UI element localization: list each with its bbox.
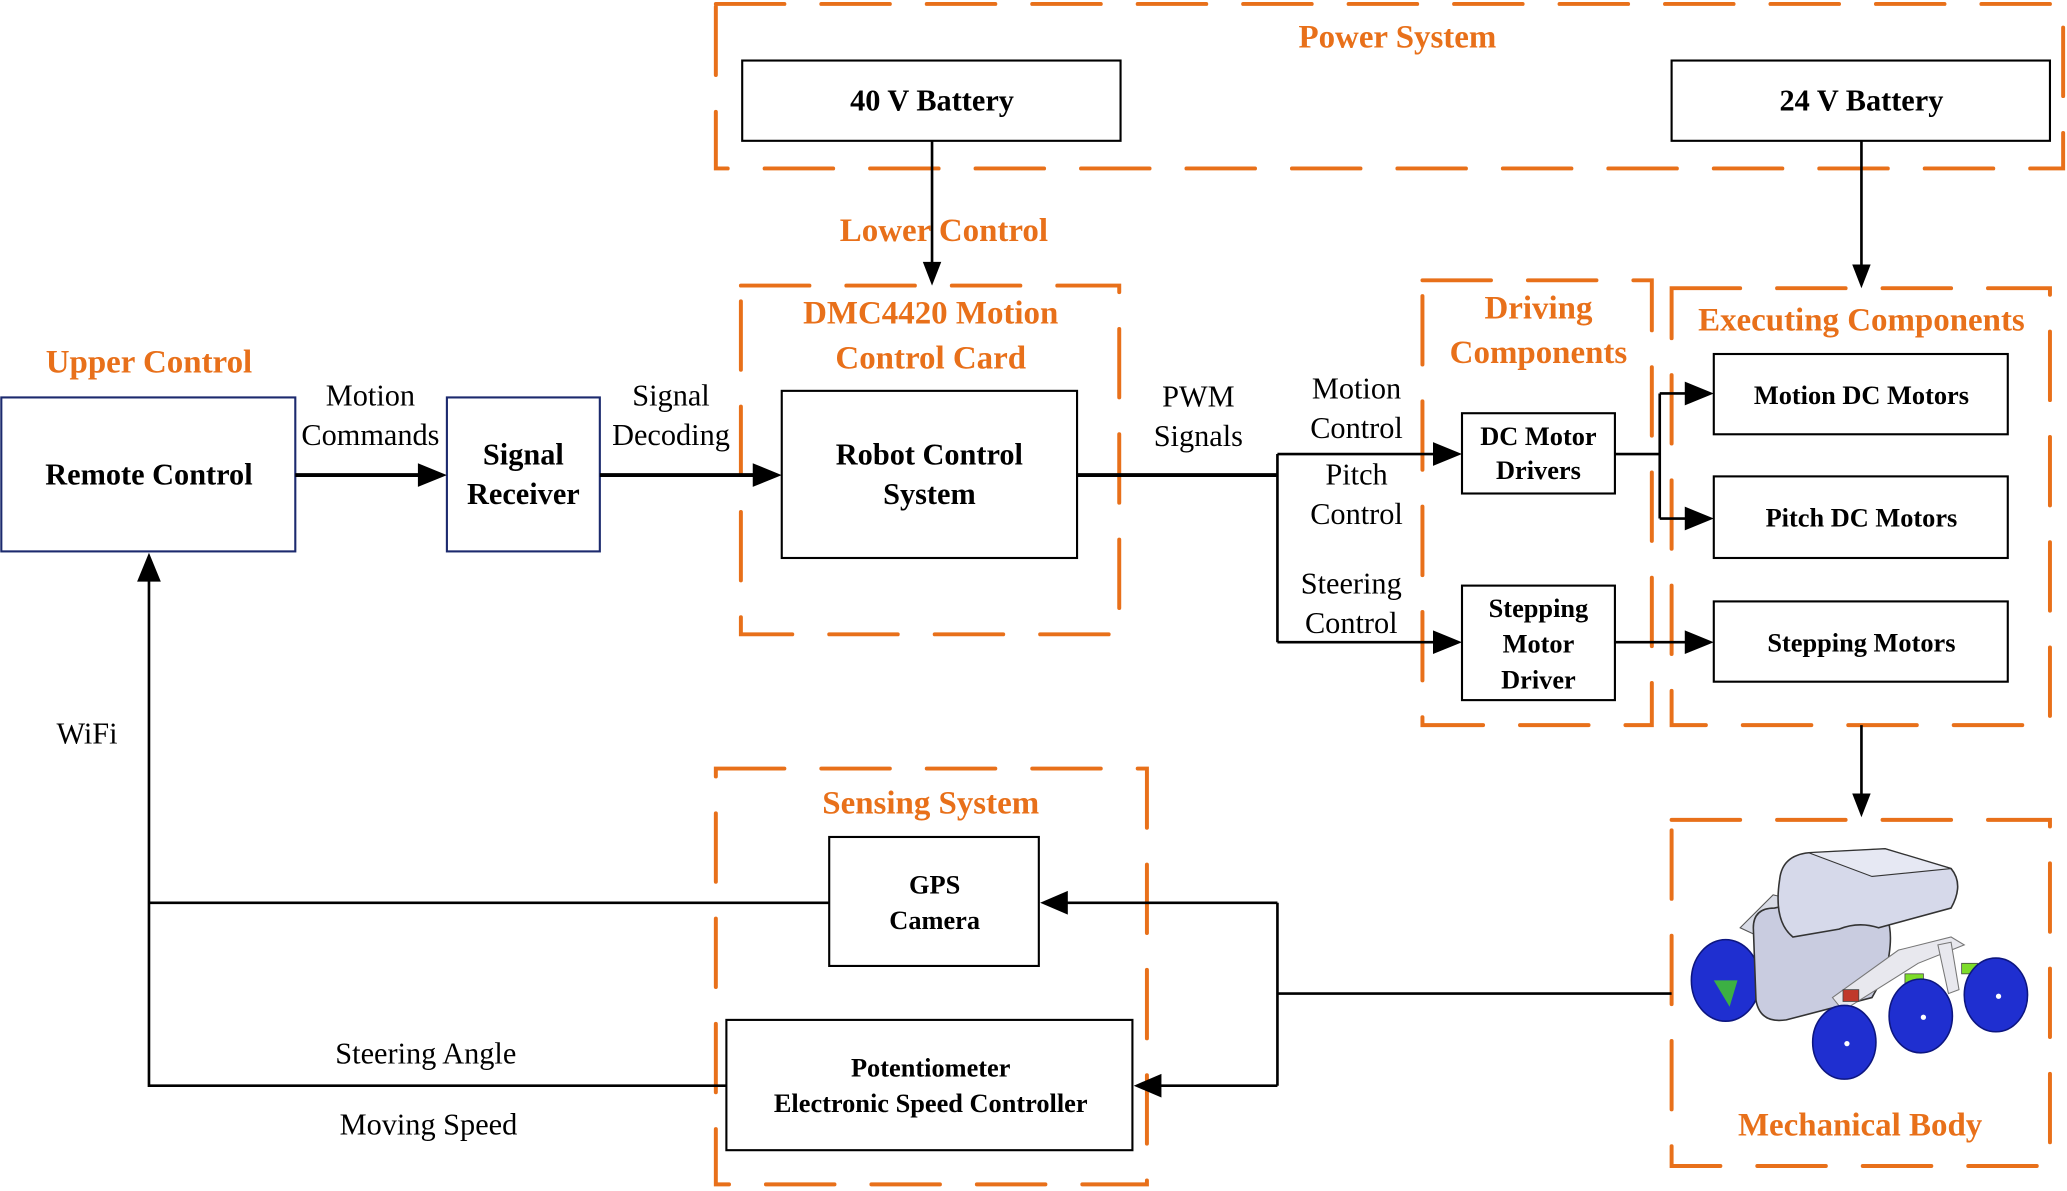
mechanical-body-title: Mechanical Body <box>1738 1108 1983 1144</box>
power-system-title: Power System <box>1298 19 1496 55</box>
robot-joint-red <box>1842 989 1860 1002</box>
dc-motor-drivers-label-line2: Drivers <box>1496 456 1581 485</box>
arrow-executing-to-mechanical <box>1852 793 1871 818</box>
arrow-to-stepping-motors <box>1684 630 1714 655</box>
gps-label: GPS <box>909 871 960 900</box>
arrow-to-potentiometer <box>1133 1073 1162 1098</box>
robot-top-panel <box>1808 848 1952 877</box>
pitch-dc-motors-label: Pitch DC Motors <box>1766 503 1958 532</box>
label-wifi: WiFi <box>56 717 117 751</box>
signal-receiver-box: Signal Receiver <box>445 396 601 553</box>
executing-components-title: Executing Components <box>1698 302 2025 338</box>
stepping-driver-label-line1: Stepping <box>1489 594 1589 623</box>
motion-dc-motors-label: Motion DC Motors <box>1754 381 1969 410</box>
arrow-remote-to-receiver <box>417 463 447 487</box>
upper-control-title: Upper Control <box>46 344 252 380</box>
arrow-to-remote <box>137 552 161 582</box>
robot-wheel-front-left <box>1811 1004 1877 1080</box>
stepping-motors-label: Stepping Motors <box>1767 628 1955 657</box>
label-pitch-control-1: Pitch <box>1325 457 1387 491</box>
potentiometer-esc-box: Potentiometer Electronic Speed Controlle… <box>725 1018 1134 1152</box>
stepping-motor-driver-box: Stepping Motor Driver <box>1460 584 1616 702</box>
label-motion-commands-1: Motion <box>326 378 415 412</box>
sensing-system-group <box>713 766 1149 1187</box>
label-signal-decoding-1: Signal <box>632 378 709 412</box>
driving-components-title-line2: Components <box>1450 335 1628 371</box>
robot-control-label-line2: System <box>883 477 976 511</box>
robot-control-system-box: Robot Control System <box>780 389 1079 560</box>
battery-24v-label: 24 V Battery <box>1780 84 1944 118</box>
esc-label: Electronic Speed Controller <box>774 1089 1088 1118</box>
label-signal-decoding-2: Decoding <box>612 418 730 452</box>
motion-dc-motors-box: Motion DC Motors <box>1712 352 2009 436</box>
power-system-group <box>713 1 2066 171</box>
label-moving-speed: Moving Speed <box>340 1107 518 1141</box>
arrow-to-dc-driver <box>1432 442 1462 466</box>
arrow-to-gps-camera <box>1040 890 1068 915</box>
arrow-24v-to-executing <box>1852 264 1871 289</box>
motion-card-title-line1: DMC4420 Motion <box>803 296 1058 332</box>
label-motion-control-2: Control <box>1310 411 1403 445</box>
driving-components-title-line1: Driving <box>1484 290 1593 326</box>
battery-24v-box: 24 V Battery <box>1670 59 2052 142</box>
lower-control-title: Lower Control <box>840 213 1048 249</box>
label-motion-commands-2: Commands <box>301 418 439 452</box>
battery-40v-box: 40 V Battery <box>741 59 1122 142</box>
robot-wheel-hub <box>1995 993 2002 999</box>
camera-label: Camera <box>889 906 980 935</box>
arrow-to-pitch-motors <box>1684 506 1714 531</box>
robot-wheel-hub <box>1844 1040 1850 1047</box>
signal-receiver-label-line1: Signal <box>483 438 564 472</box>
robot-control-label-line1: Robot Control <box>836 438 1023 472</box>
motion-card-group <box>738 283 1122 637</box>
remote-control-box: Remote Control <box>0 396 297 553</box>
label-steering-angle: Steering Angle <box>335 1036 516 1070</box>
dc-motor-drivers-box: DC Motor Drivers <box>1460 412 1616 495</box>
battery-40v-label: 40 V Battery <box>850 84 1014 118</box>
label-motion-control-1: Motion <box>1312 372 1401 406</box>
wire-sensing-to-remote <box>147 571 830 1088</box>
arrow-40v-to-card <box>922 261 942 286</box>
robot-rover-illustration <box>1690 848 2029 1080</box>
sensing-system-title: Sensing System <box>822 785 1039 821</box>
signal-receiver-label-line2: Receiver <box>467 477 580 511</box>
potentiometer-label: Potentiometer <box>851 1054 1011 1083</box>
label-pitch-control-2: Control <box>1310 497 1403 531</box>
label-pwm-1: PWM <box>1162 380 1234 414</box>
motion-card-title-line2: Control Card <box>835 341 1026 377</box>
wire-dc-driver-to-motors <box>1614 392 1696 520</box>
label-steering-control-1: Steering <box>1301 567 1402 601</box>
arrow-to-step-driver <box>1432 630 1462 655</box>
stepping-driver-label-line3: Driver <box>1501 665 1576 694</box>
robot-arm-strut <box>1937 941 1960 995</box>
stepping-driver-label-line2: Motor <box>1503 630 1575 659</box>
robot-wheel-mid <box>1888 978 1954 1054</box>
label-steering-control-2: Control <box>1305 606 1398 640</box>
pitch-dc-motors-box: Pitch DC Motors <box>1712 475 2009 560</box>
dc-motor-drivers-label-line1: DC Motor <box>1480 422 1597 451</box>
robot-green-bracket <box>1713 980 1738 1007</box>
gps-camera-box: GPS Camera <box>828 835 1040 967</box>
arrow-receiver-to-robot <box>752 463 782 487</box>
remote-control-label: Remote Control <box>45 457 252 491</box>
label-pwm-2: Signals <box>1154 419 1243 453</box>
robot-wheel-rear-right <box>1963 957 2029 1033</box>
robot-wheel-hub <box>1920 1014 1927 1020</box>
arrow-to-motion-motors <box>1684 381 1714 406</box>
driving-components-group <box>1420 278 1654 728</box>
wire-mechanical-feedback <box>1057 901 1672 1088</box>
stepping-motors-box: Stepping Motors <box>1712 600 2009 683</box>
